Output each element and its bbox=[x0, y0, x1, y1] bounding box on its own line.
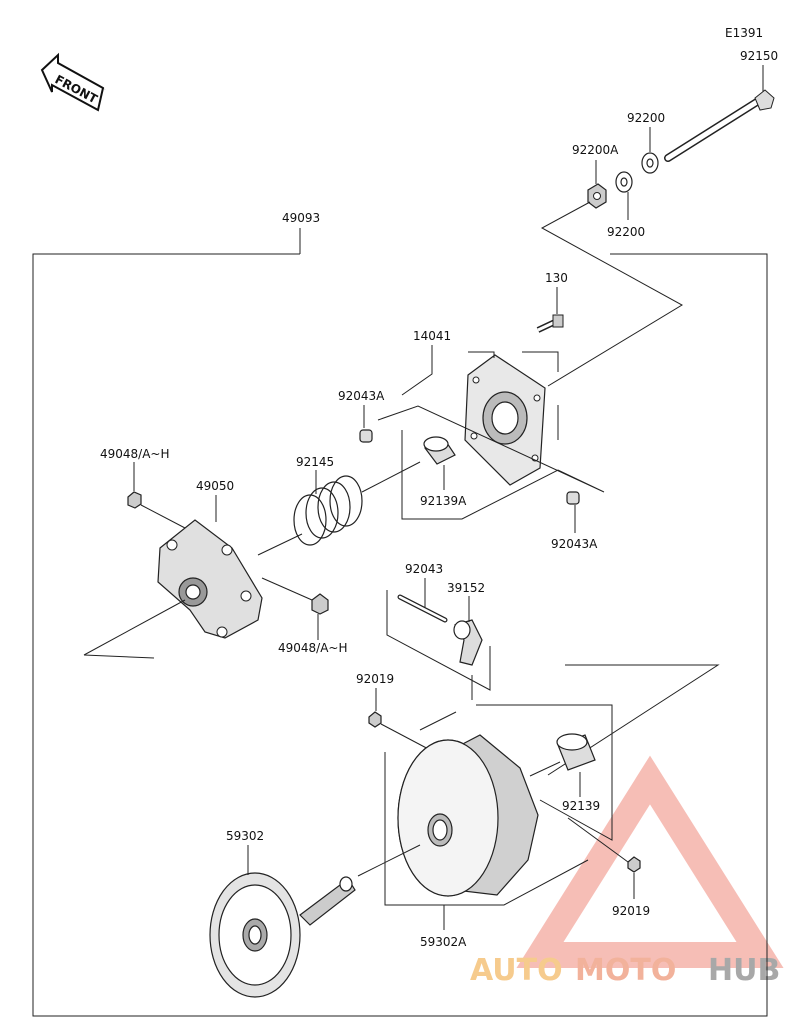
label-bushing-upper: 92139A bbox=[420, 494, 467, 508]
nut-part bbox=[587, 183, 607, 209]
label-screw: 130 bbox=[545, 271, 568, 285]
pin-right-part bbox=[566, 491, 580, 505]
front-arrow-icon: FRONT bbox=[40, 52, 106, 112]
label-spring: 92145 bbox=[296, 455, 334, 469]
label-spider: 49050 bbox=[196, 479, 234, 493]
shaft-part bbox=[397, 594, 448, 623]
label-washer-bottom: 92200 bbox=[607, 225, 645, 239]
label-pin-right: 92043A bbox=[551, 537, 598, 551]
label-washer-top: 92200 bbox=[627, 111, 665, 125]
watermark-text-hub: HUB bbox=[708, 953, 780, 988]
watermark-logo: AUTO MOTO HUB bbox=[470, 755, 784, 988]
watermark-text-auto: AUTO bbox=[470, 953, 563, 988]
nut-right-part bbox=[311, 593, 329, 615]
diagram-code: E1391 bbox=[725, 26, 763, 40]
label-pin-left: 92043A bbox=[338, 389, 385, 403]
spring-part bbox=[293, 475, 363, 546]
label-shaft: 92043 bbox=[405, 562, 443, 576]
bushing-upper-part bbox=[423, 436, 456, 465]
label-bushing-lower: 92139 bbox=[562, 799, 600, 813]
label-bolt: 92150 bbox=[740, 49, 778, 63]
label-movable-sheave: 59302A bbox=[420, 935, 467, 949]
nut-left-part bbox=[127, 491, 142, 509]
bushing-lower-part bbox=[556, 733, 596, 771]
weight-part bbox=[453, 619, 483, 666]
label-small-nut-left: 92019 bbox=[356, 672, 394, 686]
small-nut-right-part bbox=[627, 856, 641, 873]
bolt-part bbox=[664, 89, 775, 162]
watermark-triangle-icon bbox=[516, 755, 784, 968]
washer-top-part bbox=[641, 152, 659, 174]
label-cover: 14041 bbox=[413, 329, 451, 343]
small-nut-left-part bbox=[368, 711, 382, 728]
washer-bottom-part bbox=[615, 171, 633, 193]
label-small-nut-right: 92019 bbox=[612, 904, 650, 918]
spider-part bbox=[157, 519, 263, 639]
movable-sheave-part bbox=[397, 734, 539, 897]
cover-part bbox=[464, 354, 546, 486]
pin-left-part bbox=[359, 429, 373, 443]
watermark-text-moto: MOTO bbox=[575, 953, 676, 988]
label-assembly: 49093 bbox=[282, 211, 320, 225]
label-nut: 92200A bbox=[572, 143, 619, 157]
screw-part bbox=[536, 314, 564, 333]
label-weight: 39152 bbox=[447, 581, 485, 595]
label-nut-left: 49048/A~H bbox=[100, 447, 170, 461]
assembly-frame bbox=[32, 228, 768, 1017]
label-nut-right: 49048/A~H bbox=[278, 641, 348, 655]
label-fixed-sheave: 59302 bbox=[226, 829, 264, 843]
fixed-sheave-part bbox=[209, 872, 356, 998]
